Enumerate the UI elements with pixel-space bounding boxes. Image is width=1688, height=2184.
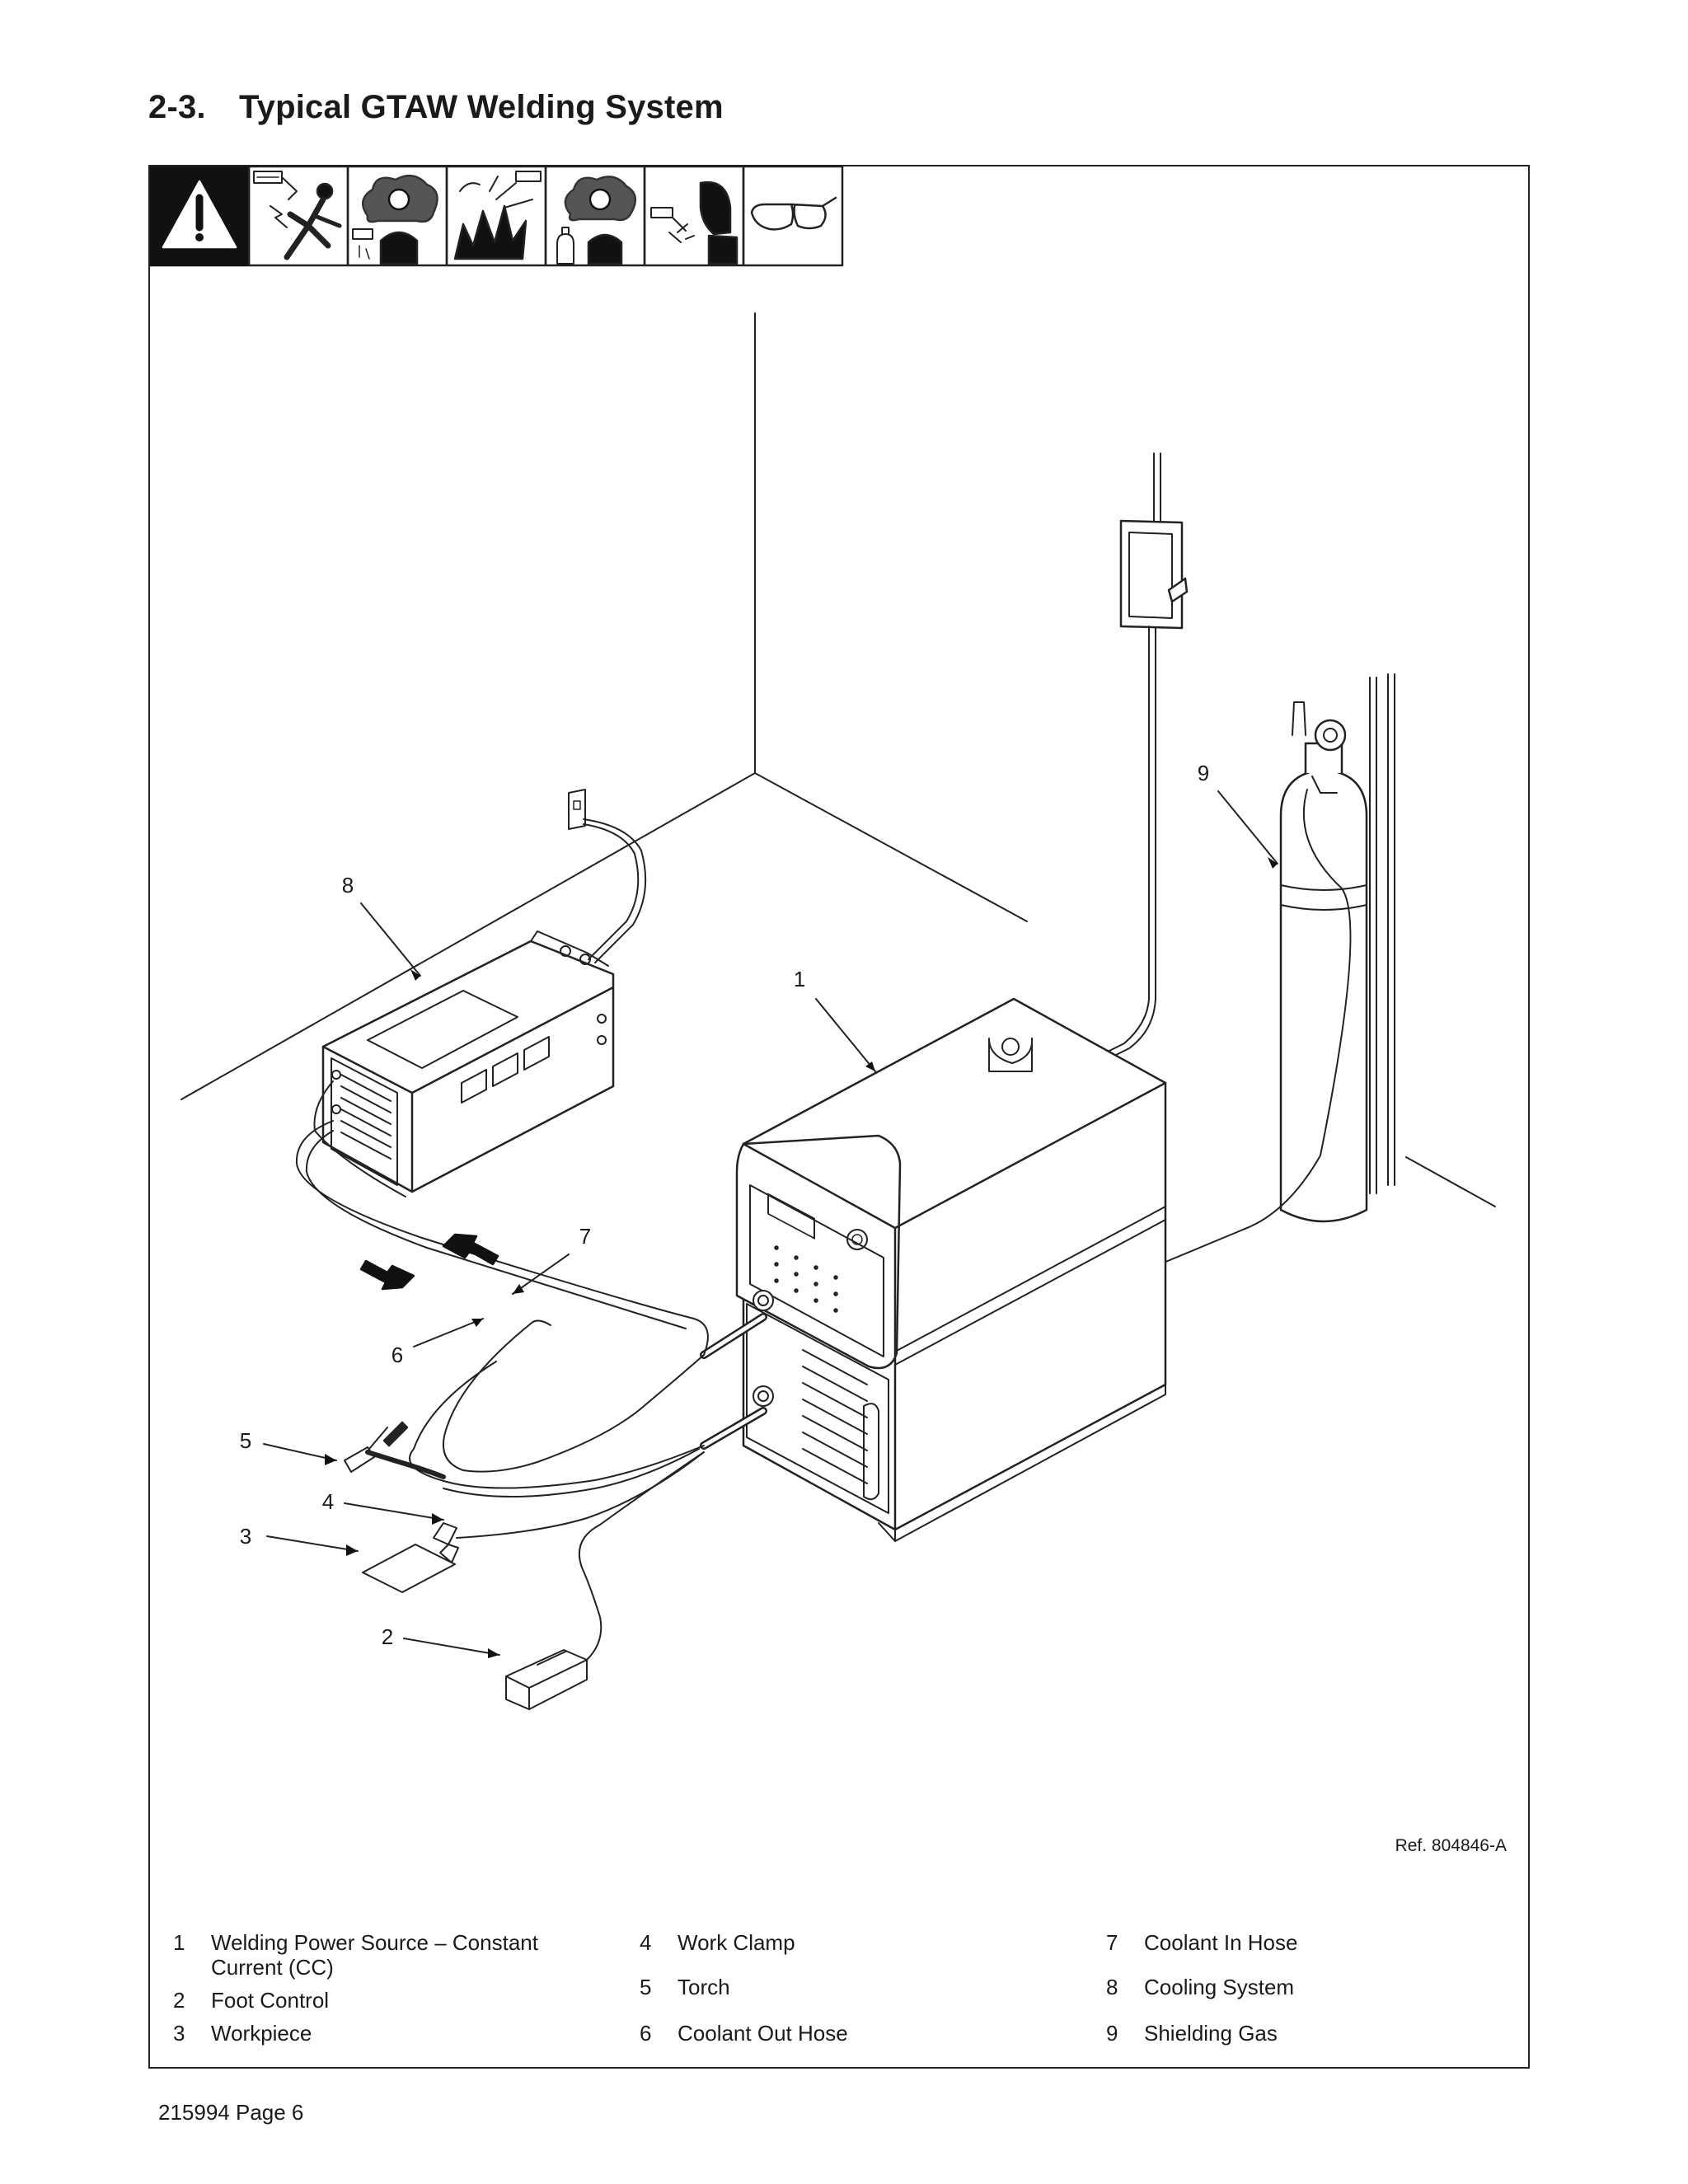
callout-3: 3 [239, 1524, 252, 1549]
legend-label: Workpiece [211, 2021, 312, 2046]
coolant-hoses [295, 1080, 709, 1356]
callout-leaders [263, 790, 1278, 1656]
legend-number: 2 [173, 1988, 185, 2013]
electric-shock-icon [247, 166, 349, 267]
callout-9: 9 [1197, 761, 1210, 785]
section-title-text: Typical GTAW Welding System [239, 89, 724, 125]
section-title: 2-3. Typical GTAW Welding System [148, 89, 724, 126]
section-number: 2-3. [148, 89, 206, 125]
legend-number: 3 [173, 2021, 185, 2046]
torch [344, 1421, 446, 1479]
page-footer: 215994 Page 6 [158, 2100, 304, 2125]
callout-1: 1 [793, 967, 806, 991]
legend-number: 9 [1106, 2021, 1118, 2046]
wall-outlet [568, 789, 647, 963]
callout-5: 5 [239, 1428, 252, 1453]
parts-legend: 1 Welding Power Source – Constant Curren… [173, 1930, 1508, 2054]
legend-number: 7 [1106, 1930, 1118, 1955]
disconnect-switch-box [1081, 452, 1189, 1071]
legend-number: 8 [1106, 1975, 1118, 1999]
callout-arrowheads [325, 857, 1278, 1658]
callout-2: 2 [381, 1624, 394, 1649]
legend-number: 4 [640, 1930, 652, 1955]
legend-number: 1 [173, 1930, 185, 1955]
legend-number: 5 [640, 1975, 652, 1999]
safety-glasses-icon [742, 166, 844, 267]
legend-label: Welding Power Source – Constant Current … [211, 1930, 538, 1980]
callout-6: 6 [391, 1343, 404, 1367]
welding-power-source [700, 997, 1167, 1542]
workpiece [362, 1544, 456, 1593]
legend-label: Shielding Gas [1144, 2021, 1278, 2046]
fumes-gases-icon [346, 166, 448, 267]
work-clamp [433, 1451, 705, 1563]
reference-number: Ref. 804846-A [1395, 1836, 1507, 1855]
legend-label: Coolant Out Hose [678, 2021, 848, 2046]
legend-label: Cooling System [1144, 1975, 1295, 1999]
safety-icon-strip [150, 166, 844, 267]
legend-label: Foot Control [211, 1988, 330, 2013]
torch-cable [409, 1319, 705, 1497]
legend-label: Work Clamp [678, 1930, 795, 1955]
diagram-frame: 1 2 3 4 5 6 7 8 9 Ref. 804846-A 1 Weldin… [148, 165, 1530, 2069]
cylinder-fumes-icon [544, 166, 646, 267]
legend-number: 6 [640, 2021, 652, 2046]
foot-control [505, 1451, 705, 1710]
warning-triangle-icon [150, 166, 251, 267]
welding-system-illustration [150, 166, 1496, 1710]
callout-4: 4 [321, 1489, 335, 1514]
flow-arrows [359, 1233, 499, 1291]
callout-8: 8 [341, 873, 354, 898]
cooling-system-unit [321, 930, 615, 1193]
legend-label: Torch [678, 1975, 730, 1999]
arc-rays-explosion-icon [445, 166, 547, 267]
callout-7: 7 [579, 1224, 592, 1249]
welding-helmet-icon [643, 166, 745, 267]
room-walls [181, 312, 1496, 1207]
legend-label: Coolant In Hose [1144, 1930, 1298, 1955]
shielding-gas-cylinder [1163, 673, 1395, 1263]
